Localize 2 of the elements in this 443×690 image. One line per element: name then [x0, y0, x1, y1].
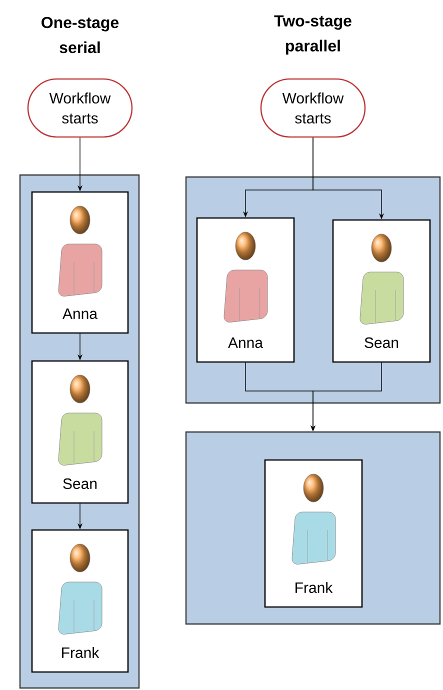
column-heading: Two-stage parallel [274, 15, 352, 55]
column-heading: One-stage serial [42, 16, 119, 54]
